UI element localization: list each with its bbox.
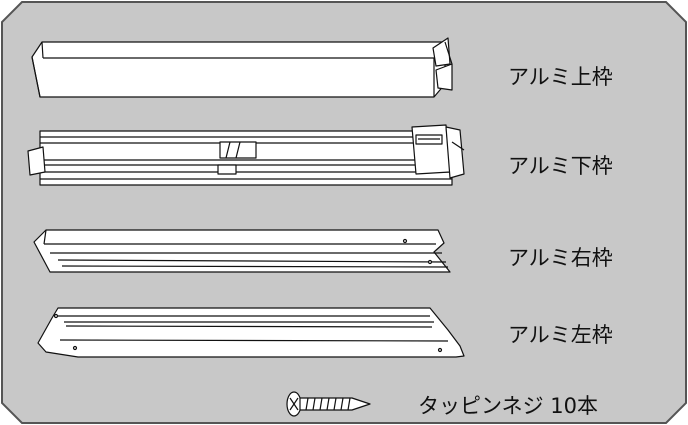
right-frame-label: アルミ右枠 <box>508 246 613 270</box>
bottom-frame-label: アルミ下枠 <box>508 154 613 178</box>
top-frame-label: アルミ上枠 <box>508 65 613 89</box>
left-frame-label: アルミ左枠 <box>508 323 613 347</box>
screw-label: タッピンネジ 10本 <box>418 394 598 418</box>
